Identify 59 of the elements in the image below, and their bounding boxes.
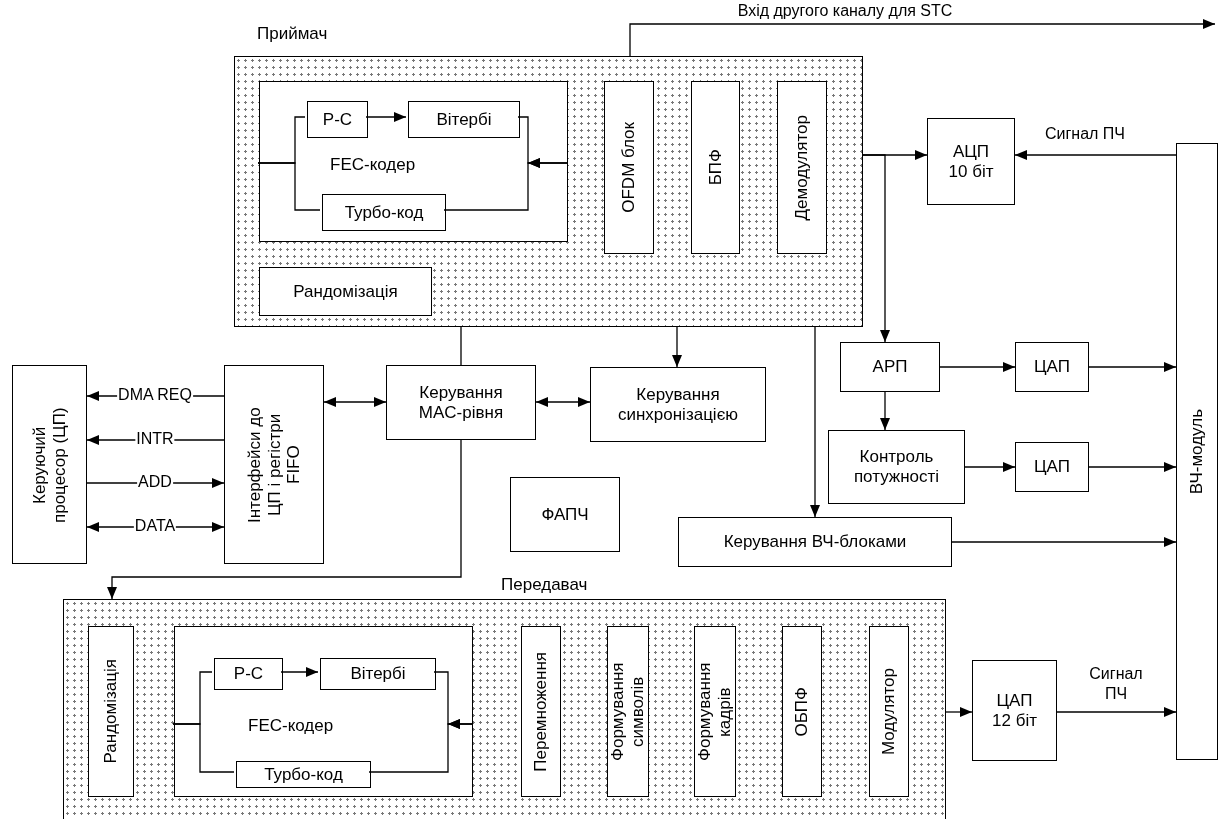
arrow xyxy=(535,397,591,407)
arrow xyxy=(368,719,473,773)
process-box: Демодулятор xyxy=(777,81,827,254)
process-box: Контроль потужності xyxy=(828,430,965,504)
process-box: Рандомізація xyxy=(88,626,134,797)
process-box: ВЧ-модуль xyxy=(1176,143,1218,760)
edge-label: Сигнал ПЧ xyxy=(1045,124,1125,144)
group-box xyxy=(174,626,473,797)
process-box: АРП xyxy=(840,342,940,392)
process-box: Керування MAC-рівня xyxy=(386,365,536,440)
arrow xyxy=(443,158,568,211)
process-box: ЦАП xyxy=(1015,342,1089,392)
arrow xyxy=(365,112,407,122)
process-box: Перемноження xyxy=(521,626,561,797)
process-box: Вітербі xyxy=(320,658,436,690)
process-box: Рандомізація xyxy=(259,267,432,316)
arrow xyxy=(280,667,319,677)
group-label: FEC-кодер xyxy=(248,715,334,737)
process-box: Формування кадрів xyxy=(694,626,736,797)
process-box: Модулятор xyxy=(869,626,909,797)
process-box: Керування синхронізацією xyxy=(590,367,766,442)
process-box: ОБПФ xyxy=(782,626,822,797)
process-box: ЦАП xyxy=(1015,442,1089,492)
process-box: БПФ xyxy=(691,81,740,254)
arrow xyxy=(672,326,682,368)
process-box: ЦАП 12 біт xyxy=(972,660,1057,761)
panel-heading: Передавач xyxy=(501,574,588,596)
arrow xyxy=(945,707,973,717)
process-box: Турбо-код xyxy=(322,194,446,231)
process-box: Вітербі xyxy=(408,101,520,138)
process-box: Керуючий процесор (ЦП) xyxy=(12,365,87,564)
edge-label: DMA REQ xyxy=(117,385,193,405)
arrow xyxy=(880,391,890,431)
process-box: P-C xyxy=(307,101,368,138)
arrow xyxy=(862,154,890,343)
edge-label: Сигнал ПЧ xyxy=(1088,664,1144,704)
arrow xyxy=(810,326,820,518)
process-box: АЦП 10 біт xyxy=(927,118,1015,205)
process-box: Турбо-код xyxy=(236,761,371,788)
process-box: OFDM блок xyxy=(604,81,654,254)
arrow xyxy=(107,439,462,600)
arrow xyxy=(951,537,1177,547)
arrow xyxy=(629,19,1216,57)
arrow xyxy=(1088,462,1177,472)
arrow xyxy=(964,462,1016,472)
process-box: Формування символів xyxy=(607,626,649,797)
process-box: Інтерфейси до ЦП і регістри FIFO xyxy=(224,365,324,564)
arrow xyxy=(939,362,1016,372)
group-box xyxy=(259,81,568,242)
arrow xyxy=(1014,150,1177,160)
arrow xyxy=(323,397,387,407)
panel-heading: Приймач xyxy=(257,23,328,45)
group-label: FEC-кодер xyxy=(330,154,416,176)
process-box: ФАПЧ xyxy=(510,477,620,552)
edge-label: Вхід другого каналу для STC xyxy=(737,1,953,21)
process-box: P-C xyxy=(214,658,283,690)
arrow xyxy=(1088,362,1177,372)
arrow xyxy=(1056,707,1177,717)
process-box: Керування ВЧ-блоками xyxy=(678,517,952,567)
